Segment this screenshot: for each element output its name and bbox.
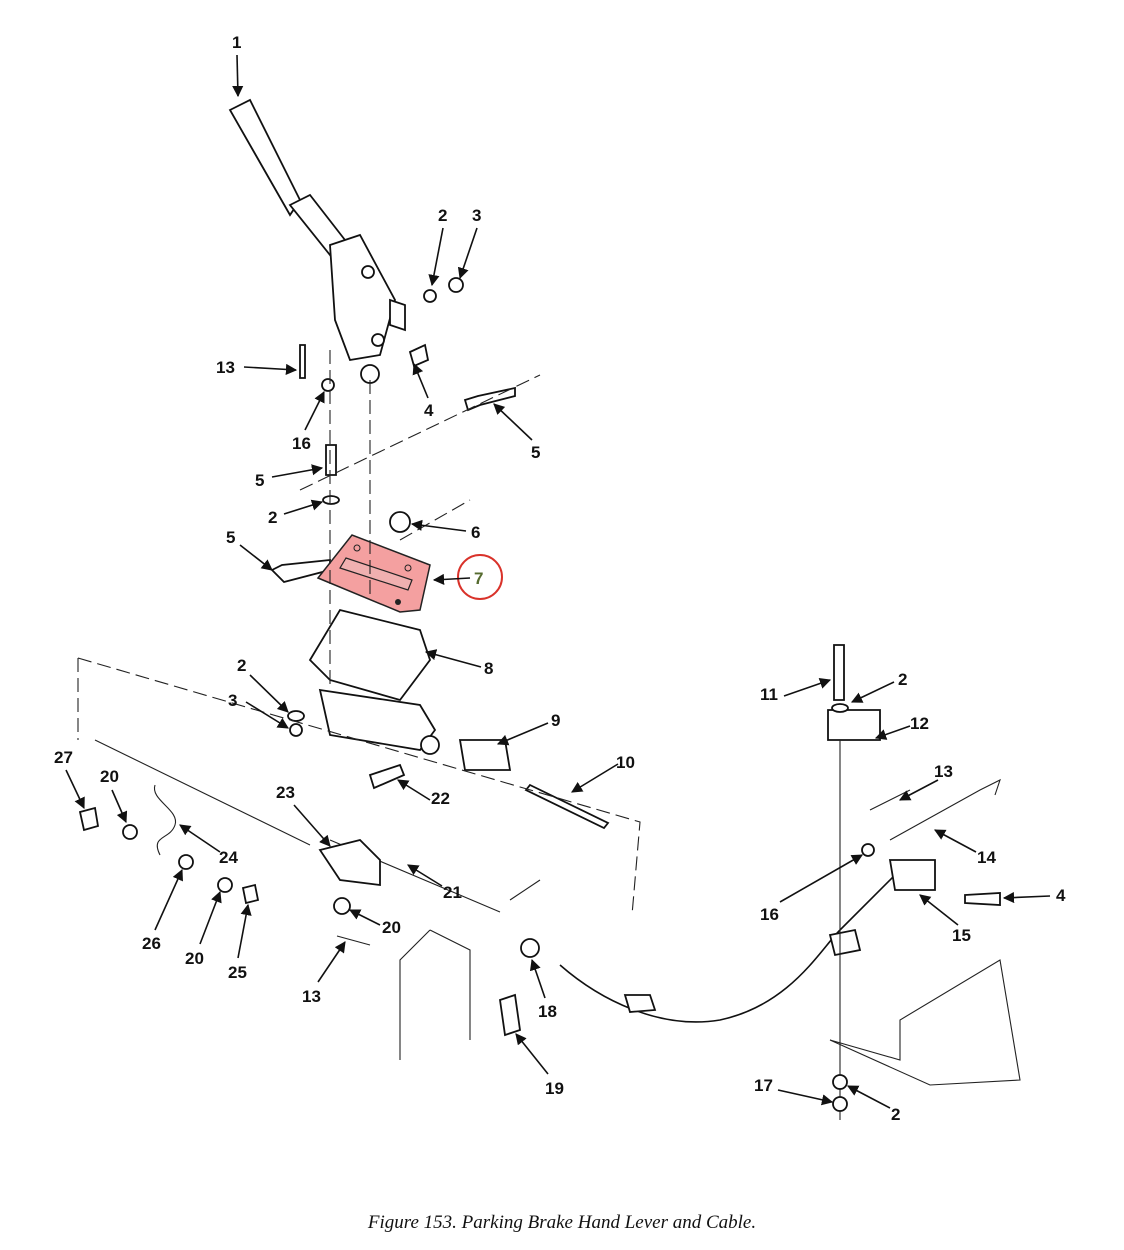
- callout-21: 21: [443, 883, 462, 902]
- callout-16: 16: [760, 905, 779, 924]
- callout-27: 27: [54, 748, 73, 767]
- leader-arrow: [199, 890, 222, 945]
- leader-arrow: [847, 1085, 891, 1109]
- callout-8: 8: [484, 659, 493, 678]
- leader-arrow: [496, 722, 549, 746]
- callout-25: 25: [228, 963, 247, 982]
- leader-arrow: [232, 54, 244, 98]
- figure-caption: Figure 153. Parking Brake Hand Lever and…: [367, 1212, 757, 1233]
- leader-arrow: [457, 227, 478, 280]
- leader-arrow: [428, 227, 444, 287]
- callout-12: 12: [910, 714, 929, 733]
- leader-arrow: [397, 779, 431, 801]
- callout-9: 9: [551, 711, 560, 730]
- leader-arrow: [432, 573, 471, 586]
- callout-13: 13: [216, 358, 235, 377]
- leader-arrow: [111, 789, 128, 824]
- callout-3: 3: [228, 691, 237, 710]
- callout-2: 2: [898, 670, 907, 689]
- callout-20: 20: [100, 767, 119, 786]
- leader-arrow: [779, 854, 863, 903]
- leader-arrow: [899, 779, 939, 801]
- callout-22: 22: [431, 789, 450, 808]
- callout-17: 17: [754, 1076, 773, 1095]
- callout-7[interactable]: 7: [474, 569, 483, 588]
- callout-26: 26: [142, 934, 161, 953]
- leader-arrow: [239, 544, 273, 571]
- callout-10: 10: [616, 753, 635, 772]
- leader-arrow: [424, 649, 482, 668]
- leader-arrow: [412, 362, 429, 399]
- leader-arrow: [65, 769, 85, 810]
- callout-6: 6: [471, 523, 480, 542]
- leader-arrow: [317, 941, 346, 983]
- leader-arrow: [407, 864, 443, 887]
- leader-arrow: [154, 868, 183, 931]
- callout-4: 4: [1056, 886, 1066, 905]
- callout-20: 20: [382, 918, 401, 937]
- callout-2: 2: [268, 508, 277, 527]
- leader-arrow: [515, 1033, 549, 1075]
- callout-15: 15: [952, 926, 971, 945]
- leader-arrow: [777, 1089, 834, 1106]
- leader-arrow: [934, 829, 977, 853]
- highlight-circle: [457, 554, 503, 600]
- leader-arrow: [919, 894, 959, 926]
- leader-arrow: [410, 519, 467, 532]
- leader-arrow: [850, 681, 895, 703]
- callout-5: 5: [531, 443, 540, 462]
- leader-arrow: [283, 499, 324, 515]
- leader-arrow: [304, 390, 325, 431]
- callout-24: 24: [219, 848, 238, 867]
- callout-20: 20: [185, 949, 204, 968]
- leader-arrow: [293, 804, 331, 847]
- callout-16: 16: [292, 434, 311, 453]
- leader-arrow: [271, 464, 324, 478]
- leader-arrow: [1002, 891, 1051, 904]
- callout-23: 23: [276, 783, 295, 802]
- callout-1: 1: [232, 33, 241, 52]
- leader-arrow: [529, 958, 546, 999]
- callout-2: 2: [237, 656, 246, 675]
- leader-arrow: [245, 701, 289, 729]
- leader-lines: [65, 54, 1051, 1109]
- callout-5: 5: [226, 528, 235, 547]
- leader-arrow: [783, 678, 832, 697]
- callout-11: 11: [760, 685, 778, 704]
- leader-arrow: [237, 903, 252, 959]
- callout-2: 2: [438, 206, 447, 225]
- callout-4: 4: [424, 401, 434, 420]
- leader-arrow: [179, 824, 221, 853]
- hardware: [270, 277, 610, 830]
- callout-13: 13: [302, 987, 321, 1006]
- leader-arrow: [249, 674, 289, 713]
- callout-14: 14: [977, 848, 996, 867]
- callout-13: 13: [934, 762, 953, 781]
- leader-arrow: [493, 403, 533, 441]
- leader-arrow: [348, 909, 381, 926]
- callout-3: 3: [472, 206, 481, 225]
- callout-19: 19: [545, 1079, 564, 1098]
- callout-18: 18: [538, 1002, 557, 1021]
- leader-arrow: [874, 725, 911, 740]
- leader-arrow: [243, 363, 298, 376]
- leader-arrow: [571, 763, 619, 793]
- callout-2: 2: [891, 1105, 900, 1124]
- bracket-item-7-highlighted[interactable]: [316, 534, 431, 613]
- frame-outline: [77, 350, 1021, 1120]
- hand-lever: [228, 98, 396, 384]
- callout-5: 5: [255, 471, 264, 490]
